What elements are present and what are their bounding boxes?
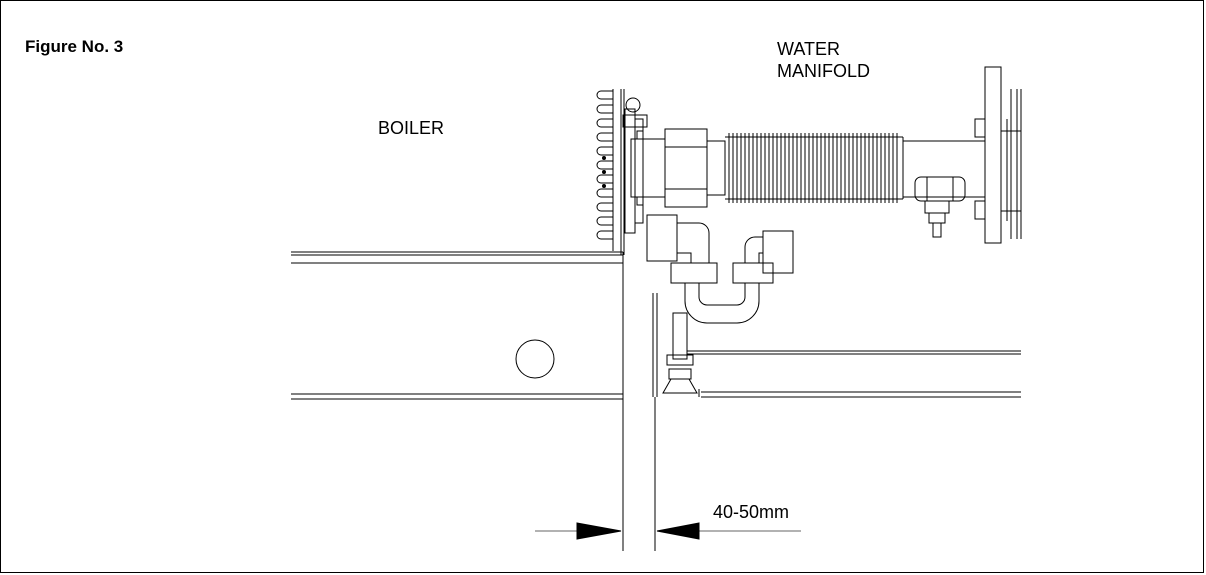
condensate-trap (646, 214, 794, 324)
manifold-body (902, 66, 1022, 244)
dimension-arrow-right (656, 522, 700, 540)
boiler-connection-flange (622, 97, 666, 234)
gap-dimension-label: 40-50mm (713, 502, 790, 522)
boiler-base-hole (515, 339, 555, 379)
gap-dimension (535, 522, 801, 540)
corrugated-flex-pipe (725, 133, 903, 203)
boiler-base-frame (291, 251, 624, 551)
manifold-label-line1: WATER (777, 39, 840, 59)
figure-title: Figure No. 3 (25, 37, 124, 56)
water-manifold-label: WATER MANIFOLD (777, 38, 870, 82)
boiler-side-panel (596, 89, 625, 255)
manifold-base-frame (654, 350, 1021, 551)
dimension-arrow-left (576, 522, 622, 540)
adjustable-foot (652, 293, 698, 397)
boiler-label: BOILER (378, 118, 445, 138)
manifold-label-line2: MANIFOLD (777, 61, 871, 81)
manifold-bleed-valve (914, 176, 966, 238)
boiler-slots (596, 90, 613, 240)
union-nut (664, 128, 726, 208)
